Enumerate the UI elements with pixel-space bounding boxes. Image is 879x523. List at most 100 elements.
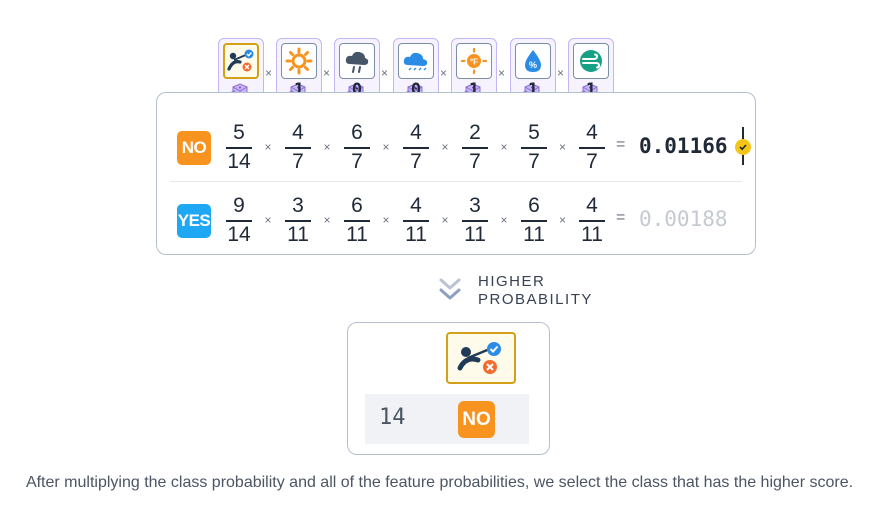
fraction-bar [226, 220, 252, 222]
multiply-sign: × [265, 66, 273, 80]
class-score: 0.00188 [639, 207, 728, 231]
fraction-bar [462, 147, 488, 149]
numerator: 5 [233, 121, 245, 144]
class-score: 0.01166 [639, 134, 728, 158]
numerator: 4 [586, 121, 598, 144]
multiply-sign: × [500, 140, 508, 154]
multiply-sign: × [323, 213, 331, 227]
svg-text:°F: °F [470, 58, 478, 67]
humidity-drop-icon: % [515, 43, 551, 79]
higher-label-line1: HIGHER [478, 273, 546, 290]
multiply-sign: × [382, 213, 390, 227]
multiply-sign: × [264, 140, 272, 154]
multiply-sign: × [264, 213, 272, 227]
numerator: 6 [351, 121, 363, 144]
fraction-bar [403, 220, 429, 222]
multiply-sign: × [382, 140, 390, 154]
numerator: 3 [469, 194, 481, 217]
fraction-bar [462, 220, 488, 222]
denominator: 11 [464, 222, 486, 246]
fraction-bar [285, 220, 311, 222]
caption: After multiplying the class probability … [25, 474, 854, 491]
feature-value: 1 [468, 80, 480, 100]
rain-cloud-icon [339, 43, 375, 79]
sun-icon [281, 43, 317, 79]
denominator: 11 [581, 222, 603, 246]
fraction-bar [579, 147, 605, 149]
multiply-sign: × [500, 213, 508, 227]
hot-temperature-icon: °F [456, 43, 492, 79]
feature-value: 0 [410, 80, 422, 100]
numerator: 6 [351, 194, 363, 217]
feature-value: 1 [585, 80, 597, 100]
svg-text:%: % [529, 60, 537, 70]
check-icon [735, 139, 751, 155]
numerator: 4 [292, 121, 304, 144]
class-badge-no: NO [177, 131, 211, 165]
golf-class-icon [446, 332, 516, 384]
denominator: 7 [469, 149, 481, 173]
denominator: 14 [227, 149, 251, 173]
denominator: 7 [351, 149, 363, 173]
class-badge-yes: YES [177, 204, 211, 238]
numerator: 6 [528, 194, 540, 217]
fraction-bar [521, 147, 547, 149]
feature-value: 1 [293, 80, 305, 100]
numerator: 4 [586, 194, 598, 217]
denominator: 11 [287, 222, 309, 246]
denominator: 7 [292, 149, 304, 173]
fraction-bar [403, 147, 429, 149]
golf-class-icon [223, 43, 259, 79]
outcome-label-badge: NO [458, 401, 495, 438]
numerator: 5 [528, 121, 540, 144]
multiply-sign: × [441, 140, 449, 154]
higher-probability-label: HIGHER PROBABILITY [478, 273, 593, 309]
denominator: 11 [405, 222, 427, 246]
multiply-sign: × [559, 213, 567, 227]
probability-calculation-panel [156, 92, 756, 255]
numerator: 3 [292, 194, 304, 217]
denominator: 11 [346, 222, 368, 246]
fraction-bar [226, 147, 252, 149]
feature-value: 0 [351, 80, 363, 100]
denominator: 7 [410, 149, 422, 173]
multiply-sign: × [559, 140, 567, 154]
fraction-bar [579, 220, 605, 222]
multiply-sign: × [381, 66, 389, 80]
fraction-bar [285, 147, 311, 149]
cloud-icon [398, 43, 434, 79]
fraction-bar [344, 220, 370, 222]
higher-label-line2: PROBABILITY [478, 291, 593, 308]
numerator: 9 [233, 194, 245, 217]
denominator: 7 [528, 149, 540, 173]
outcome-row [365, 394, 529, 444]
multiply-sign: × [323, 140, 331, 154]
multiply-sign: × [498, 66, 506, 80]
multiply-sign: × [441, 213, 449, 227]
multiply-sign: × [440, 66, 448, 80]
wind-icon [573, 43, 609, 79]
denominator: 11 [523, 222, 545, 246]
feature-value: 1 [527, 80, 539, 100]
numerator: 2 [469, 121, 481, 144]
outcome-count: 14 [379, 405, 406, 430]
numerator: 4 [410, 121, 422, 144]
equals-sign: = [616, 209, 626, 226]
equals-sign: = [616, 136, 626, 153]
multiply-sign: × [557, 66, 565, 80]
multiply-sign: × [323, 66, 331, 80]
denominator: 14 [227, 222, 251, 246]
